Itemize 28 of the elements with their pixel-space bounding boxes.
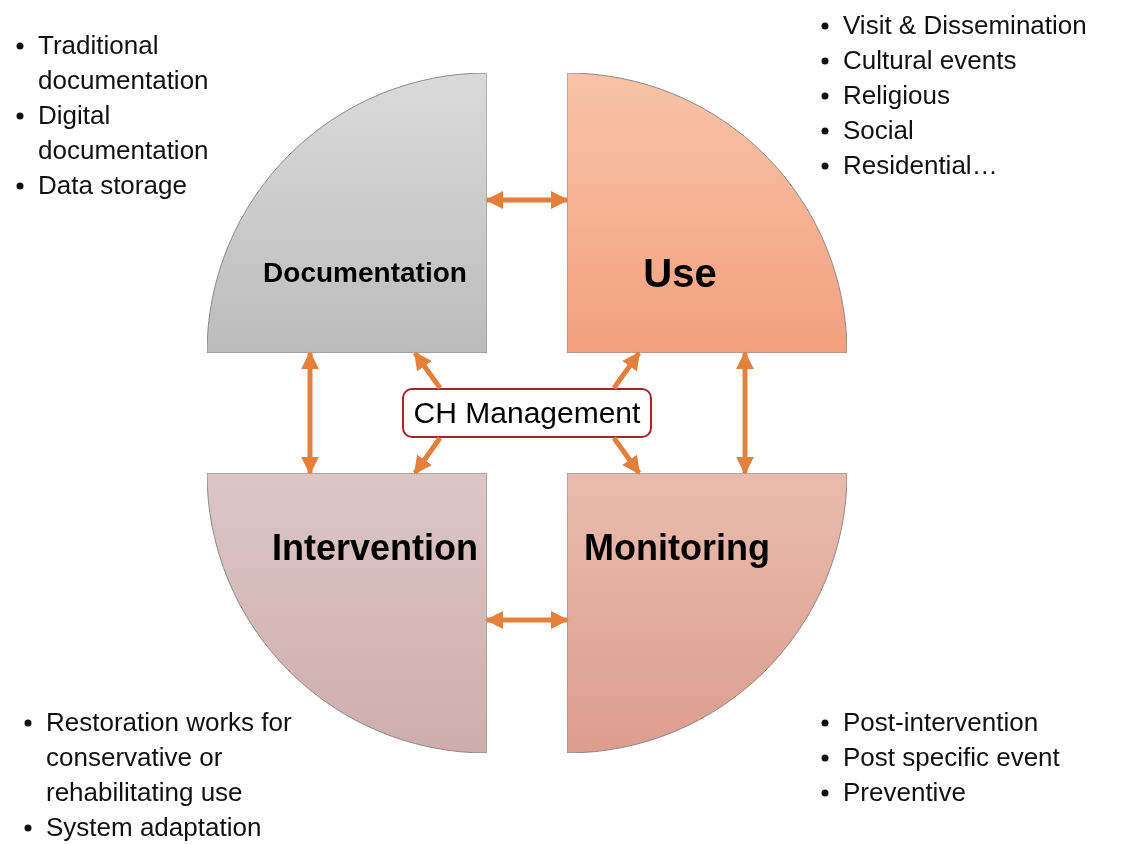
bullet-item: Post-intervention bbox=[843, 707, 1039, 737]
arrow bbox=[736, 351, 754, 475]
quadrant-label: Intervention bbox=[272, 527, 478, 569]
bullet-item: Cultural events bbox=[843, 45, 1017, 75]
quadrant-label: Monitoring bbox=[584, 527, 770, 569]
bullet-item: Social bbox=[843, 115, 914, 145]
bullet-item: Visit & Dissemination bbox=[843, 10, 1087, 40]
quadrant-segment bbox=[207, 73, 487, 353]
quadrant-segment bbox=[567, 473, 847, 753]
arrow bbox=[412, 436, 443, 475]
bullet-item: Religious bbox=[843, 80, 950, 110]
arrow bbox=[485, 611, 569, 629]
bullet-item: Post specific event bbox=[843, 742, 1060, 772]
bullet-item: Digital documentation bbox=[38, 100, 209, 165]
bullet-item: Traditional documentation bbox=[38, 30, 209, 95]
arrow bbox=[611, 436, 642, 475]
bullet-item: Residential… bbox=[843, 150, 998, 180]
bullet-item: Preventive bbox=[843, 777, 966, 807]
arrow bbox=[301, 351, 319, 475]
bullet-item: Restoration works for conservative or rehabilitating use bbox=[46, 707, 292, 807]
bullet-item: System adaptation bbox=[46, 812, 262, 842]
arrow bbox=[611, 351, 642, 390]
center-box: CH Management bbox=[402, 388, 652, 438]
arrow bbox=[485, 191, 569, 209]
quadrant-label: Use bbox=[643, 250, 717, 296]
bullet-item: Data storage bbox=[38, 170, 187, 200]
quadrant-label: Documentation bbox=[263, 257, 467, 289]
arrow bbox=[412, 351, 443, 390]
